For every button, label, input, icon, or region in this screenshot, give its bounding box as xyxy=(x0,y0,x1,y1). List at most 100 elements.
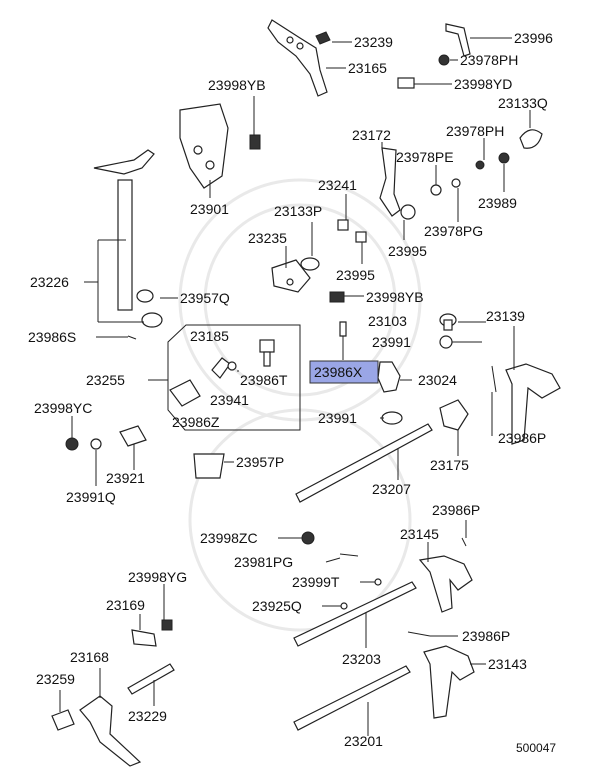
part-23978PG-washer[interactable] xyxy=(451,178,461,188)
label-23169[interactable]: 23169 xyxy=(106,597,145,613)
label-23986S[interactable]: 23986S xyxy=(28,329,76,345)
part-23998YC-nut[interactable] xyxy=(65,437,79,451)
label-23133Q[interactable]: 23133Q xyxy=(498,95,548,111)
label-23941[interactable]: 23941 xyxy=(210,392,249,408)
part-23133Q-cap[interactable] xyxy=(519,129,543,149)
label-23991Q[interactable]: 23991Q xyxy=(66,489,116,505)
label-23172[interactable]: 23172 xyxy=(352,127,391,143)
label-23981PG[interactable]: 23981PG xyxy=(234,554,293,570)
label-23998YD[interactable]: 23998YD xyxy=(454,76,512,92)
label-23201[interactable]: 23201 xyxy=(344,733,383,749)
label-23175[interactable]: 23175 xyxy=(430,457,469,473)
label-23978PG[interactable]: 23978PG xyxy=(424,223,483,239)
label-23259[interactable]: 23259 xyxy=(36,671,75,687)
label-23925Q[interactable]: 23925Q xyxy=(252,598,302,614)
part-23991Q-washer[interactable] xyxy=(90,438,102,450)
part-23998YD-bolt[interactable] xyxy=(397,77,415,89)
part-23986P-a-pin[interactable] xyxy=(491,365,497,393)
part-23978PE-washer[interactable] xyxy=(430,184,442,196)
label-23978PH-mid[interactable]: 23978PH xyxy=(446,123,504,139)
label-23133P[interactable]: 23133P xyxy=(274,203,322,219)
part-23998YB-top-bolt[interactable] xyxy=(249,134,261,150)
part-23165-bracket[interactable] xyxy=(267,19,328,97)
part-23168-fork[interactable] xyxy=(79,695,142,767)
part-23925Q-pin[interactable] xyxy=(340,602,348,610)
label-23991-a[interactable]: 23991 xyxy=(372,334,411,350)
label-23986P-a[interactable]: 23986P xyxy=(498,430,546,446)
part-23226-shaft-assembly[interactable] xyxy=(93,149,163,328)
part-23143-fork[interactable] xyxy=(423,645,475,719)
part-23203-rail[interactable] xyxy=(293,581,417,647)
label-23921[interactable]: 23921 xyxy=(106,470,145,486)
label-23235[interactable]: 23235 xyxy=(248,230,287,246)
part-23207-rail[interactable] xyxy=(295,423,433,503)
label-23255[interactable]: 23255 xyxy=(86,372,125,388)
part-23175-block[interactable] xyxy=(439,399,469,431)
label-23203[interactable]: 23203 xyxy=(342,651,381,667)
part-23259-spring[interactable] xyxy=(51,709,75,731)
part-23241-pin[interactable] xyxy=(337,219,349,231)
part-23139-fork[interactable] xyxy=(505,363,561,445)
part-23235-bracket[interactable] xyxy=(271,259,311,293)
label-23986P-c[interactable]: 23986P xyxy=(462,628,510,644)
label-23139[interactable]: 23139 xyxy=(486,308,525,324)
part-23989-nut[interactable] xyxy=(498,152,510,164)
label-23241[interactable]: 23241 xyxy=(318,177,357,193)
part-23978PH-top-nut[interactable] xyxy=(438,54,450,66)
part-23986P-b-pin[interactable] xyxy=(461,537,467,547)
label-23143[interactable]: 23143 xyxy=(488,656,527,672)
label-23991-b[interactable]: 23991 xyxy=(318,410,357,426)
part-23145-fork[interactable] xyxy=(418,555,473,613)
label-23165[interactable]: 23165 xyxy=(348,60,387,76)
label-23957P[interactable]: 23957P xyxy=(236,454,284,470)
label-23103[interactable]: 23103 xyxy=(368,313,407,329)
label-23995-b[interactable]: 23995 xyxy=(388,243,427,259)
part-23998YG-bolt[interactable] xyxy=(161,619,173,631)
label-23978PE[interactable]: 23978PE xyxy=(396,149,454,165)
part-23239-clip[interactable] xyxy=(315,31,331,45)
part-23981PG-pin[interactable] xyxy=(339,553,359,557)
label-23207[interactable]: 23207 xyxy=(372,481,411,497)
label-23168[interactable]: 23168 xyxy=(70,649,109,665)
label-23989[interactable]: 23989 xyxy=(478,195,517,211)
label-23986P-b[interactable]: 23986P xyxy=(432,502,480,518)
label-23996[interactable]: 23996 xyxy=(514,30,553,46)
label-23998YG[interactable]: 23998YG xyxy=(128,569,187,585)
part-23998YB-mid-bolt[interactable] xyxy=(329,291,345,303)
label-23145[interactable]: 23145 xyxy=(400,526,439,542)
label-23239[interactable]: 23239 xyxy=(354,34,393,50)
part-23998ZC-nut[interactable] xyxy=(301,531,315,545)
label-23957Q[interactable]: 23957Q xyxy=(180,290,230,306)
part-23201-rail[interactable] xyxy=(293,665,411,731)
label-23226[interactable]: 23226 xyxy=(30,274,69,290)
part-23921-block[interactable] xyxy=(119,425,147,447)
label-23998YC[interactable]: 23998YC xyxy=(34,400,92,416)
part-23229-shaft[interactable] xyxy=(127,663,175,695)
part-23991-b-washer[interactable] xyxy=(381,411,403,425)
part-23901-bracket[interactable] xyxy=(179,103,229,189)
part-23995-a-pin[interactable] xyxy=(355,231,367,243)
part-23172-lever[interactable] xyxy=(379,147,416,220)
part-23991-a-washer[interactable] xyxy=(439,335,453,349)
part-23986T-spring[interactable] xyxy=(227,361,237,371)
label-23998YB-mid[interactable]: 23998YB xyxy=(366,289,424,305)
part-23986X-pin[interactable] xyxy=(339,321,347,337)
part-23957P-spring[interactable] xyxy=(193,453,225,479)
part-23103-plug[interactable] xyxy=(439,313,457,331)
label-23986Z[interactable]: 23986Z xyxy=(172,414,220,430)
label-23995-a[interactable]: 23995 xyxy=(336,267,375,283)
label-23998YB-top[interactable]: 23998YB xyxy=(208,77,266,93)
label-23024[interactable]: 23024 xyxy=(418,372,457,388)
label-23185[interactable]: 23185 xyxy=(190,328,229,344)
label-23229[interactable]: 23229 xyxy=(128,708,167,724)
label-23901[interactable]: 23901 xyxy=(190,201,229,217)
part-23986P-c-pin[interactable] xyxy=(407,631,431,637)
part-23169-bracket[interactable] xyxy=(131,629,157,647)
label-23999T[interactable]: 23999T xyxy=(292,574,340,590)
part-23986Z-block[interactable] xyxy=(169,379,201,407)
part-23978PH-mid-nut[interactable] xyxy=(475,160,485,170)
label-23986T[interactable]: 23986T xyxy=(240,372,288,388)
label-23998ZC[interactable]: 23998ZC xyxy=(200,530,258,546)
part-23185-bolt[interactable] xyxy=(259,339,275,367)
part-23996-bracket[interactable] xyxy=(445,23,471,57)
